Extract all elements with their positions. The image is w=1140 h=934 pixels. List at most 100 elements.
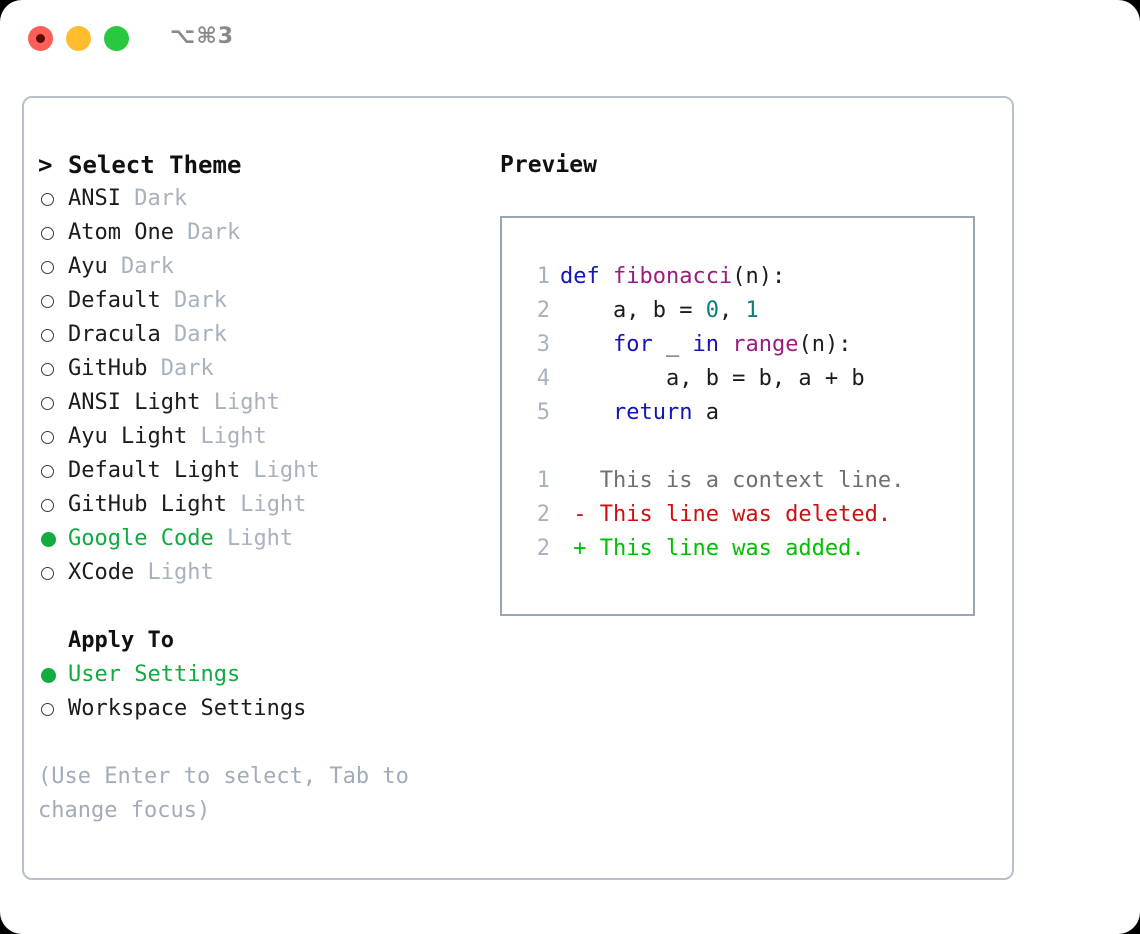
option-tag: Light (240, 458, 320, 483)
theme-option-9[interactable]: GitHub Light Light (38, 488, 478, 522)
radio-glyph (41, 328, 54, 342)
code-token: , (718, 298, 746, 323)
radio-unselected-icon (38, 702, 68, 716)
radio-unselected-icon (38, 498, 68, 512)
code-token: a, b = b, a + b (560, 366, 865, 391)
theme-option-10[interactable]: Google Code Light (38, 522, 478, 556)
code-token: def (560, 264, 613, 289)
radio-glyph (41, 192, 54, 206)
theme-option-6[interactable]: ANSI Light Light (38, 386, 478, 420)
apply-to-option-1[interactable]: Workspace Settings (38, 692, 478, 726)
code-text: return a (560, 396, 719, 430)
option-label: Default Light (68, 458, 241, 483)
code-text: for _ in range(n): (560, 328, 851, 362)
radio-glyph (41, 362, 54, 376)
diff-sample: 1 This is a context line. 2 - This line w… (502, 464, 973, 566)
option-label: Ayu (68, 254, 108, 279)
radio-unselected-icon (38, 566, 68, 580)
code-token: for (560, 332, 653, 357)
radio-unselected-icon (38, 464, 68, 478)
theme-option-7[interactable]: Ayu Light Light (38, 420, 478, 454)
radio-selected-icon (38, 667, 68, 683)
diff-text: This is a context line. (560, 468, 905, 493)
code-line-4: 5 return a (502, 396, 973, 430)
code-token: return (560, 400, 693, 425)
diff-text: + This line was added. (560, 536, 865, 561)
code-token: fibonacci (612, 264, 733, 289)
diff-line-1: 2 - This line was deleted. (502, 498, 973, 532)
code-text: def fibonacci(n): (560, 260, 785, 294)
window-titlebar: ⌥⌘3 (0, 0, 1140, 78)
radio-unselected-icon (38, 260, 68, 274)
code-token: range (732, 332, 799, 357)
option-label: GitHub Light (68, 492, 227, 517)
theme-option-0[interactable]: ANSI Dark (38, 182, 478, 216)
apply-to-heading: Apply To (38, 624, 478, 658)
zoom-button[interactable] (104, 26, 129, 51)
line-number: 5 (536, 400, 550, 425)
list-spacer (38, 590, 478, 624)
close-button[interactable] (28, 26, 53, 51)
option-tag: Dark (107, 254, 174, 279)
option-tag: Light (213, 526, 294, 551)
minimize-button[interactable] (66, 26, 91, 51)
apply-to-option-0[interactable]: User Settings (38, 658, 478, 692)
option-tag: Dark (173, 220, 241, 245)
line-number: 3 (536, 332, 550, 357)
option-tag: Dark (160, 322, 227, 347)
option-label: Ayu Light (68, 424, 188, 449)
radio-unselected-icon (38, 362, 68, 376)
theme-option-4[interactable]: Dracula Dark (38, 318, 478, 352)
radio-glyph (41, 464, 54, 478)
code-token: (n): (732, 264, 786, 289)
theme-option-1[interactable]: Atom One Dark (38, 216, 478, 250)
code-text: a, b = b, a + b (560, 362, 865, 396)
radio-glyph (41, 531, 56, 547)
radio-glyph (41, 498, 54, 512)
preview-heading: Preview (500, 152, 597, 178)
diff-text: - This line was deleted. (560, 502, 892, 527)
line-number: 1 (536, 468, 550, 493)
code-line-1: 2 a, b = 0, 1 (502, 294, 973, 328)
code-token: 0 (705, 298, 719, 323)
theme-option-8[interactable]: Default Light Light (38, 454, 478, 488)
code-token: _ (652, 332, 693, 357)
caret-icon: > (38, 151, 53, 179)
option-tag: Light (187, 424, 267, 449)
option-label: Workspace Settings (68, 696, 307, 721)
radio-glyph (41, 667, 56, 683)
code-diff-spacer (502, 430, 973, 464)
option-label: Atom One (68, 220, 174, 245)
line-number: 4 (536, 366, 550, 391)
theme-option-5[interactable]: GitHub Dark (38, 352, 478, 386)
option-label: GitHub (68, 356, 148, 381)
radio-glyph (41, 430, 54, 444)
line-number: 2 (536, 298, 550, 323)
code-token: a (692, 400, 719, 425)
theme-option-11[interactable]: XCode Light (38, 556, 478, 590)
option-label: ANSI Light (68, 390, 201, 415)
option-tag: Dark (160, 288, 227, 313)
option-tag: Light (226, 492, 307, 517)
option-tag: Dark (147, 356, 214, 381)
window-controls (28, 26, 129, 51)
option-label: User Settings (68, 662, 241, 687)
option-tag: Light (134, 560, 214, 585)
code-line-3: 4 a, b = b, a + b (502, 362, 973, 396)
option-label: Google Code (68, 526, 214, 551)
line-number: 2 (536, 536, 550, 561)
option-label: Default (68, 288, 161, 313)
theme-option-3[interactable]: Default Dark (38, 284, 478, 318)
radio-glyph (41, 226, 54, 240)
radio-glyph (41, 260, 54, 274)
code-token: 1 (745, 298, 759, 323)
theme-option-2[interactable]: Ayu Dark (38, 250, 478, 284)
select-theme-heading: > Select Theme (38, 148, 478, 182)
code-token: (n): (798, 332, 852, 357)
select-theme-label: Select Theme (68, 151, 242, 179)
